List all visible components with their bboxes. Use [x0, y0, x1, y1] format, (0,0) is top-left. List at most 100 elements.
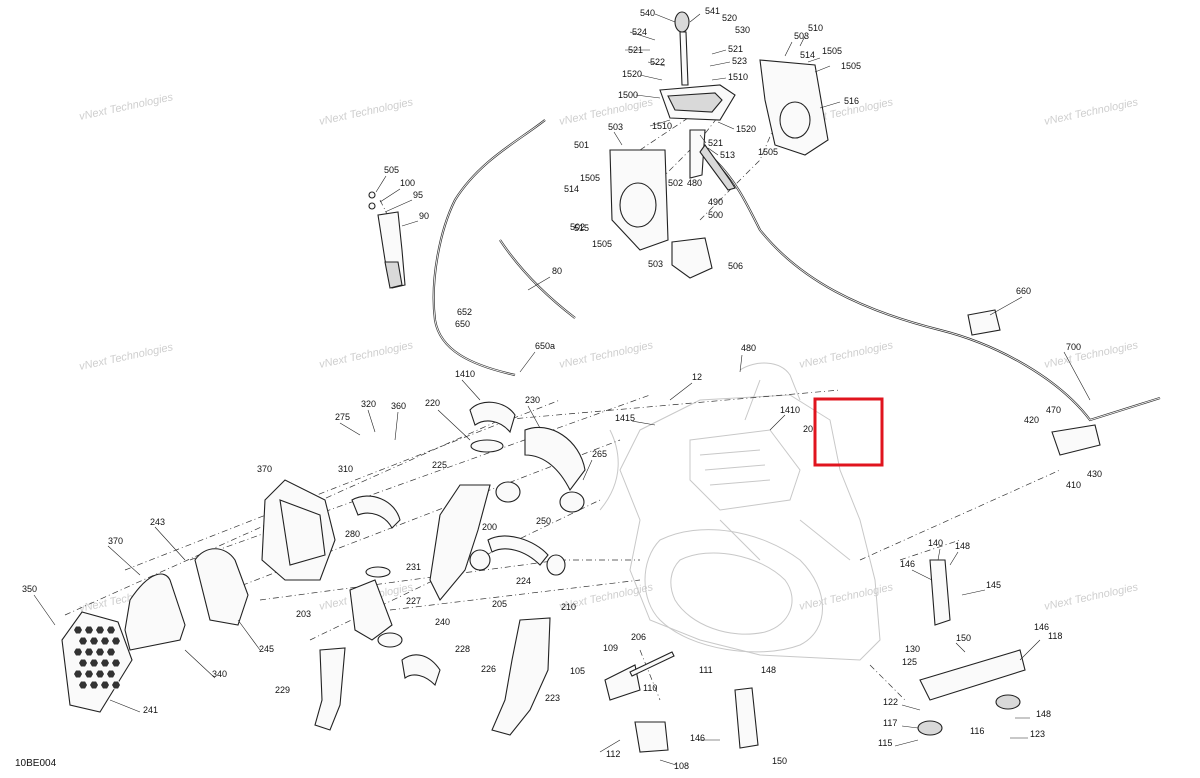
callout: 650: [455, 319, 470, 329]
callout: 112: [606, 749, 620, 759]
callout-labels: 540 541 520 530 524 521 522 521 523 1520…: [22, 6, 1102, 771]
callout: 108: [674, 761, 689, 771]
callout: 700: [1066, 342, 1081, 352]
part-80-bracket: [368, 191, 406, 289]
callout: 502: [570, 222, 585, 232]
callout: 206: [631, 632, 646, 642]
callout: 275: [335, 412, 350, 422]
grille-hex-cell: [95, 669, 105, 679]
callout: 521: [728, 44, 743, 54]
callout: 243: [150, 517, 165, 527]
callout: 652: [457, 307, 472, 317]
callout: 480: [741, 343, 756, 353]
callout: 523: [732, 56, 747, 66]
callout: 228: [455, 644, 470, 654]
engine-ghost-outline: [599, 362, 881, 661]
callout: 265: [592, 449, 607, 459]
callout: 1505: [758, 147, 778, 157]
watermark-text: vNext Technologies: [558, 96, 654, 128]
callout: 340: [212, 669, 227, 679]
watermark-text: vNext Technologies: [78, 341, 174, 373]
callout: 502: [668, 178, 683, 188]
watermarks: vNext Technologies vNext Technologies vNex…: [78, 91, 1139, 615]
highlight-box: [813, 397, 884, 467]
callout: 500: [708, 210, 723, 220]
watermark-text: vNext Technologies: [798, 339, 894, 371]
callout: 148: [761, 665, 776, 675]
callout: 231: [406, 562, 421, 572]
callout: 505: [384, 165, 399, 175]
shifter-assembly: [609, 11, 829, 279]
callout: 1520: [736, 124, 756, 134]
callout: 123: [1030, 729, 1045, 739]
callout: 530: [735, 25, 750, 35]
callout: 140: [928, 538, 943, 548]
callout: 80: [552, 266, 562, 276]
callout: 150: [956, 633, 971, 643]
watermark-text: vNext Technologies: [558, 339, 654, 371]
grille-hex-cell: [106, 647, 116, 657]
callout: 280: [345, 529, 360, 539]
grille-hex-cell: [100, 636, 110, 646]
callout: 245: [259, 644, 274, 654]
callout: 540: [640, 8, 655, 18]
callout: 430: [1087, 469, 1102, 479]
callout: 320: [361, 399, 376, 409]
leader-lines: [33, 13, 1091, 766]
callout: 515: [574, 223, 589, 233]
callout: 146: [1034, 622, 1049, 632]
grille-hex-cell: [78, 636, 88, 646]
cables: [432, 119, 1161, 422]
callout: 227: [406, 596, 421, 606]
callout: 501: [574, 140, 589, 150]
document-code: 10BE004: [15, 758, 57, 769]
callout: 1505: [580, 173, 600, 183]
grille-hex-cell: [73, 669, 83, 679]
grille-hex-cell: [111, 636, 121, 646]
callout: 95: [413, 190, 423, 200]
grille-hex-cell: [73, 625, 83, 635]
callout: 1510: [652, 121, 672, 131]
grille-hex-cell: [78, 658, 88, 668]
callout: 250: [536, 516, 551, 526]
callout: 130: [905, 644, 920, 654]
callout: 115: [878, 738, 892, 748]
callout: 116: [970, 726, 984, 736]
grille-hex-cell: [95, 625, 105, 635]
callout: 516: [844, 96, 859, 106]
callout: 148: [955, 541, 970, 551]
callout: 660: [1016, 286, 1031, 296]
callout: 117: [883, 718, 897, 728]
callout: 1500: [618, 90, 638, 100]
callout: 1410: [780, 405, 800, 415]
callout: 541: [705, 6, 720, 16]
intake-parts: [261, 401, 586, 736]
callout: 146: [900, 559, 915, 569]
grille-hex-cell: [84, 625, 94, 635]
callout: 514: [564, 184, 579, 194]
callout: 310: [338, 464, 353, 474]
callout: 200: [482, 522, 497, 532]
grille-hex-cell: [89, 680, 99, 690]
grille-hex-cell: [84, 647, 94, 657]
grille-hex-cell: [111, 680, 121, 690]
front-grille: [61, 548, 249, 713]
callout: 150: [772, 756, 787, 766]
callout: 12: [692, 372, 702, 382]
grille-hex-cell: [106, 625, 116, 635]
callout: 420: [1024, 415, 1039, 425]
callout: 521: [708, 138, 723, 148]
callout: 370: [257, 464, 272, 474]
callout: 223: [545, 693, 560, 703]
watermark-text: vNext Technologies: [318, 96, 414, 128]
callout: 226: [481, 664, 496, 674]
watermark-text: vNext Technologies: [798, 581, 894, 613]
callout: 146: [690, 733, 705, 743]
callout: 1520: [622, 69, 642, 79]
callout: 524: [632, 27, 647, 37]
callout: 350: [22, 584, 37, 594]
grille-hex-cell: [100, 658, 110, 668]
grille-hex-cell: [100, 680, 110, 690]
callout: 1415: [615, 413, 635, 423]
